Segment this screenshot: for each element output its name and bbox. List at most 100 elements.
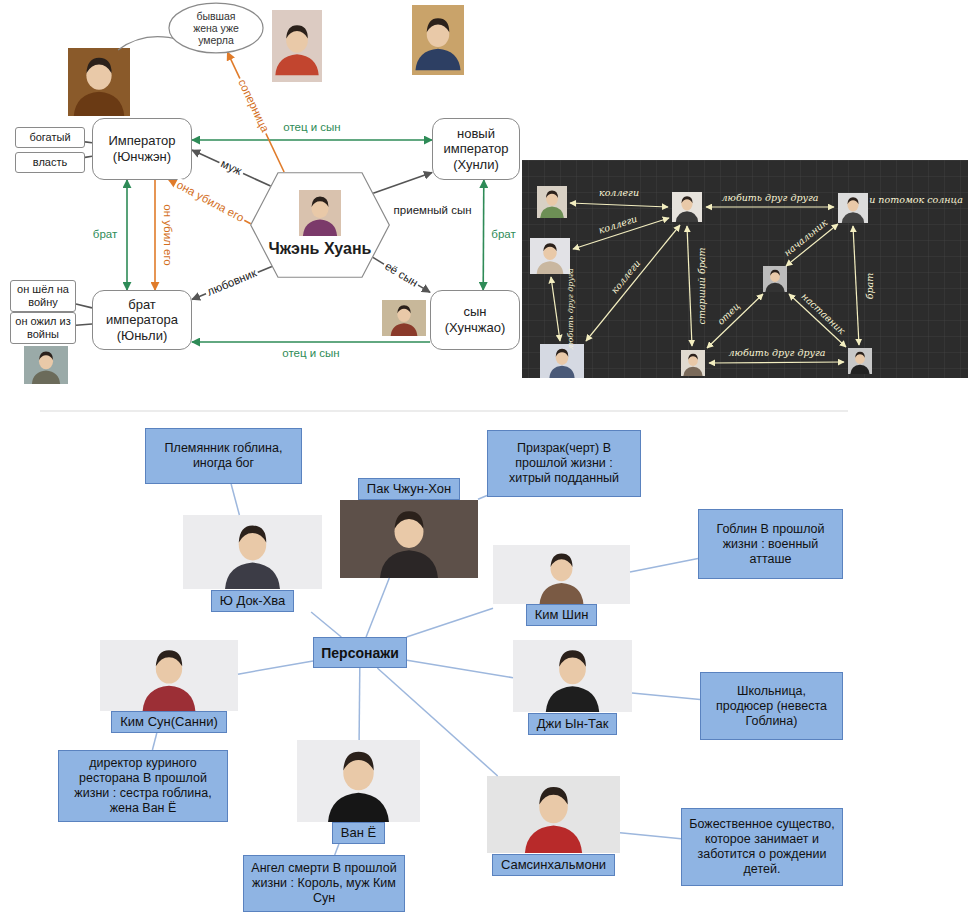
- handwritten-label: отец: [716, 301, 743, 327]
- node-text: сын (Хунчжао): [437, 304, 513, 335]
- character-box: новый император (Хунли): [432, 118, 520, 180]
- name-label: Джи Ын-Так: [528, 713, 618, 735]
- description-box: Племянник гоблина, иногда бог: [145, 428, 302, 484]
- connector: [407, 608, 493, 637]
- panel-frame: [40, 411, 848, 412]
- chalk-arrow: [551, 277, 560, 341]
- node-text: он шёл на войну: [14, 283, 72, 308]
- chalk-arrow: [687, 226, 692, 346]
- connector: [76, 304, 92, 308]
- chalk-arrow: [709, 362, 844, 363]
- connector: [227, 52, 284, 172]
- connector: [85, 156, 92, 157]
- photo: [100, 640, 238, 711]
- node-text: Персонажи: [320, 645, 400, 661]
- character-card: Ван Ё: [297, 740, 420, 844]
- node-text: власть: [19, 156, 81, 169]
- chalk-arrow: [707, 294, 763, 348]
- connector: [478, 496, 487, 500]
- photo: [272, 10, 322, 82]
- photo: [672, 192, 702, 222]
- photo: [537, 186, 567, 218]
- photo: [848, 348, 872, 374]
- character-box: Император (Юнчжэн): [92, 118, 192, 180]
- connector: [152, 733, 156, 750]
- node-text: брат императора (Юньли): [99, 297, 185, 344]
- bubble-shape: [169, 3, 263, 53]
- photo: [763, 266, 787, 292]
- connector: [231, 484, 239, 515]
- edge-label: брат: [489, 228, 517, 242]
- connector: [238, 661, 313, 674]
- photo: [412, 5, 464, 75]
- character-card: Самсинхальмони: [487, 776, 620, 876]
- handwritten-label: любить друг друга: [721, 193, 818, 203]
- connector: [335, 844, 339, 855]
- portrait-photo: [299, 190, 341, 236]
- connector: [311, 612, 341, 637]
- handwritten-label: любить друг друга: [728, 348, 825, 358]
- chalk-lines: [551, 203, 859, 363]
- attribute-box: он ожил из войны: [10, 312, 76, 344]
- photo: [681, 350, 705, 376]
- node-text: Призрак(черт) В прошлой жизни : хитрый п…: [494, 441, 634, 486]
- connector: [632, 693, 700, 699]
- node-text: богатый: [19, 131, 81, 144]
- node-text: Гоблин В прошлой жизни : военный атташе: [705, 522, 836, 567]
- name-label: Пак Чжун-Хон: [358, 478, 460, 500]
- name-label: Самсинхальмони: [492, 854, 615, 876]
- node-text: новый император (Хунли): [439, 126, 513, 173]
- photo: [540, 344, 584, 378]
- node-text: Школьница, продюсер (невеста Гоблина): [707, 684, 836, 729]
- handwritten-label: старший брат: [697, 248, 707, 325]
- connector: [192, 267, 272, 300]
- photo-figure: [303, 196, 337, 235]
- connector: [373, 257, 430, 292]
- connector: [373, 173, 432, 194]
- photo: [487, 776, 620, 853]
- description-box: Ангел смерти В прошлой жизни : Король, м…: [243, 855, 405, 912]
- description-box: директор куриного ресторана В прошлой жи…: [58, 750, 228, 822]
- central-hexagon: Чжэнь Хуань: [250, 172, 390, 278]
- edge-label: она убила его: [172, 177, 248, 226]
- connector: [482, 180, 484, 290]
- connector: [192, 341, 430, 343]
- edge-label: отец и сын: [281, 121, 342, 135]
- chalk-arrow: [706, 206, 834, 207]
- photo-ground: [299, 190, 341, 236]
- edge-label: любовник: [203, 266, 260, 300]
- connector: [126, 180, 128, 290]
- character-card: Джи Ын-Так: [513, 640, 632, 735]
- handwritten-label: брат: [865, 273, 875, 300]
- edge-label: соперница: [234, 76, 273, 137]
- node-text: Чжэнь Хуань: [268, 239, 372, 258]
- description-box: Гоблин В прошлой жизни : военный атташе: [698, 509, 843, 579]
- node-text: Ангел смерти В прошлой жизни : Король, м…: [250, 861, 398, 906]
- edge-label: муж: [217, 156, 246, 179]
- description-box: Призрак(черт) В прошлой жизни : хитрый п…: [487, 430, 641, 497]
- node-text: бывшая жена уже умерла: [184, 10, 248, 46]
- node-text: Император (Юнчжэн): [99, 133, 185, 164]
- handwritten-label: коллеги: [599, 188, 639, 198]
- character-box: брат императора (Юньли): [92, 290, 192, 350]
- handwritten-label: начальник: [782, 217, 830, 258]
- node-text: Божественное существо, которое занимает …: [688, 817, 836, 877]
- connector: [620, 833, 681, 839]
- handwritten-label: коллеги: [597, 214, 638, 236]
- edge-label: приемный сын: [392, 204, 474, 218]
- name-label: Ван Ё: [332, 822, 385, 844]
- chalk-arrow: [586, 225, 680, 341]
- handwritten-label: и потомок солнца: [869, 195, 963, 205]
- chalk-arrow: [853, 226, 859, 345]
- photo: [68, 48, 130, 116]
- photo: [838, 193, 868, 223]
- edge-label: отец и сын: [280, 347, 341, 361]
- connector: [377, 668, 497, 776]
- character-card: Ким Сун(Санни): [100, 640, 238, 733]
- blackboard: [522, 160, 968, 378]
- edge-label: её сын: [381, 258, 423, 291]
- attribute-box: богатый: [15, 127, 85, 148]
- photo: [183, 515, 322, 589]
- character-card: Пак Чжун-Хон: [340, 478, 478, 578]
